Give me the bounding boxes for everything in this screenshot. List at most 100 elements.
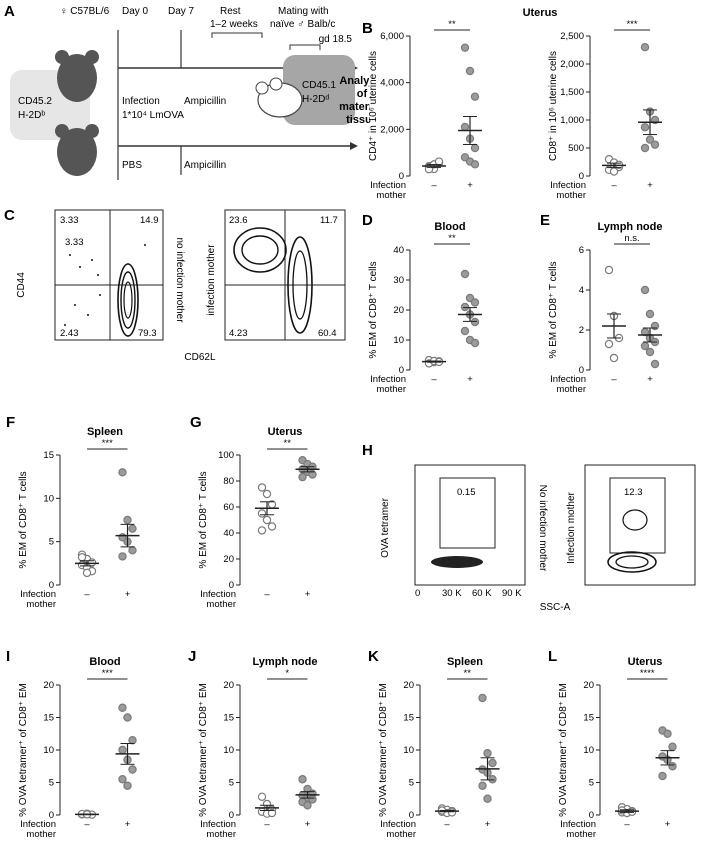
recipient-line2: H-2Dᵈ: [302, 94, 329, 105]
panel-letter-k: K: [368, 648, 379, 665]
y-tick-label: 10: [43, 493, 54, 504]
h-xtick-30: 30 K: [442, 588, 462, 599]
data-point: [267, 522, 277, 531]
c-right-q4: 60.4: [318, 328, 337, 339]
group-label: –: [431, 374, 437, 385]
y-tick-label: 1,500: [560, 87, 584, 98]
group-label: +: [305, 819, 311, 830]
data-point: [650, 321, 660, 331]
mouse-white-icon: [255, 77, 303, 118]
y-tick-label: 2,000: [560, 59, 584, 70]
y-tick-label: 30: [393, 275, 404, 286]
data-point: [128, 546, 137, 555]
y-tick-label: 6,000: [380, 31, 404, 42]
panel-a-scheme: A ♀ C57BL/6 CD45.2 H-2Dᵇ Day 0 Day 7 Res…: [4, 3, 370, 180]
c-left-dots: [64, 244, 146, 326]
y-tick-label: 0: [49, 810, 54, 821]
y-tick-label: 10: [43, 745, 54, 756]
panel-h-flow: H OVA tetramer SSC-A 0.15 No infection m…: [362, 442, 696, 613]
y-tick-label: 6: [579, 245, 584, 256]
data-point: [123, 781, 132, 790]
y-axis-label: % EM of CD8⁺ T cells: [198, 471, 209, 568]
rest-label-2: 1–2 weeks: [210, 19, 258, 30]
h-right-side-label: Infection mother: [566, 491, 577, 563]
data-point: [118, 745, 127, 755]
data-point: [118, 775, 127, 784]
y-tick-label: 15: [223, 713, 234, 724]
y-tick-label: 10: [403, 745, 414, 756]
c-left-extra: 3.33: [65, 237, 84, 248]
data-point: [483, 794, 492, 803]
panel-letter-j: J: [188, 648, 196, 665]
day7-label: Day 7: [168, 6, 195, 17]
y-tick-label: 2,000: [380, 124, 404, 135]
data-point: [663, 729, 672, 738]
data-point: [460, 326, 470, 336]
group-label: –: [444, 819, 450, 830]
data-point: [460, 302, 470, 312]
y-tick-label: 1,000: [560, 115, 584, 126]
group-label: +: [305, 589, 311, 600]
y-axis-label: CD8⁺ in 10⁶ uterine cells: [548, 51, 559, 161]
panel-letter-b1: B: [362, 20, 373, 37]
data-point: [118, 703, 127, 712]
group-label: +: [665, 819, 671, 830]
row-label-infection: Infection: [20, 589, 56, 600]
c-left-side-label: no infection mother: [174, 237, 185, 323]
y-tick-label: 15: [43, 450, 54, 461]
panel-letter-e: E: [540, 212, 550, 229]
row-label-mother: mother: [386, 829, 416, 840]
data-point: [123, 713, 132, 722]
chart-title: Uterus: [628, 656, 663, 668]
data-point: [257, 526, 267, 535]
c-left-q2: 14.9: [140, 215, 159, 226]
y-tick-label: 2: [579, 325, 584, 336]
y-tick-label: 20: [403, 680, 414, 691]
group-label: –: [264, 819, 270, 830]
y-tick-label: 10: [393, 335, 404, 346]
row-label-mother: mother: [376, 190, 406, 201]
y-tick-label: 100: [218, 450, 234, 461]
data-point: [668, 762, 677, 771]
y-axis-label: % OVA tetramer⁺ of CD8⁺ EM: [378, 683, 389, 817]
row-label-infection: Infection: [370, 374, 406, 385]
data-point: [470, 160, 480, 169]
y-tick-label: 80: [223, 476, 234, 487]
c-right-q3: 4.23: [229, 328, 248, 339]
y-tick-label: 5: [409, 778, 414, 789]
h-right-contours: [607, 509, 657, 573]
data-point: [118, 552, 127, 561]
panel-letter-f: F: [6, 414, 15, 431]
group-label: –: [431, 180, 437, 191]
data-point: [645, 347, 655, 357]
h-right-plot: [584, 464, 696, 586]
y-tick-label: 0: [409, 810, 414, 821]
recipient-line1: CD45.1: [302, 80, 336, 91]
y-tick-label: 15: [43, 713, 54, 724]
h-left-side-label: No infection mother: [537, 485, 548, 572]
h-left-plot: [414, 464, 526, 586]
y-tick-label: 20: [223, 554, 234, 565]
y-tick-label: 15: [403, 713, 414, 724]
c-right-side-label: infection mother: [206, 244, 217, 316]
row-label-mother: mother: [26, 599, 56, 610]
significance-label: **: [448, 19, 456, 30]
h-right-gate: [609, 477, 666, 554]
data-point: [640, 123, 650, 132]
data-point: [298, 472, 307, 482]
mating-label-2: naïve ♂ Balb/c: [270, 19, 335, 30]
data-point: [308, 470, 317, 479]
h-right-gate-value: 12.3: [624, 487, 643, 498]
group-label: –: [611, 374, 617, 385]
data-point: [460, 269, 470, 279]
y-axis-label: % EM of CD8⁺ T cells: [368, 261, 379, 358]
data-point: [640, 341, 650, 351]
